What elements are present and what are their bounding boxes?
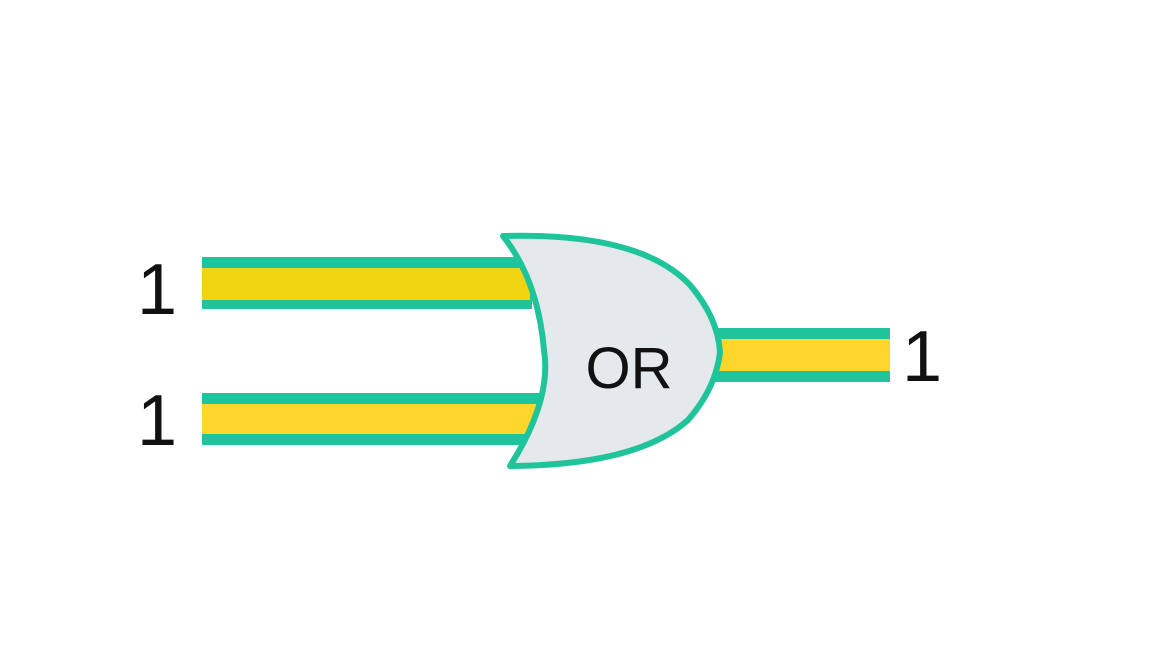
or-gate-body	[500, 232, 723, 469]
output-value-label: 1	[902, 317, 942, 397]
input-b-value-label: 1	[137, 381, 177, 461]
input-a-value-label: 1	[137, 250, 177, 330]
output-wire	[712, 328, 890, 382]
input-wire-b-core	[202, 404, 540, 434]
output-wire-core	[712, 339, 890, 371]
input-wire-a	[202, 257, 532, 309]
input-wire-b	[202, 393, 542, 445]
gate-type-label: OR	[586, 336, 673, 401]
input-wire-a-core	[202, 268, 530, 300]
